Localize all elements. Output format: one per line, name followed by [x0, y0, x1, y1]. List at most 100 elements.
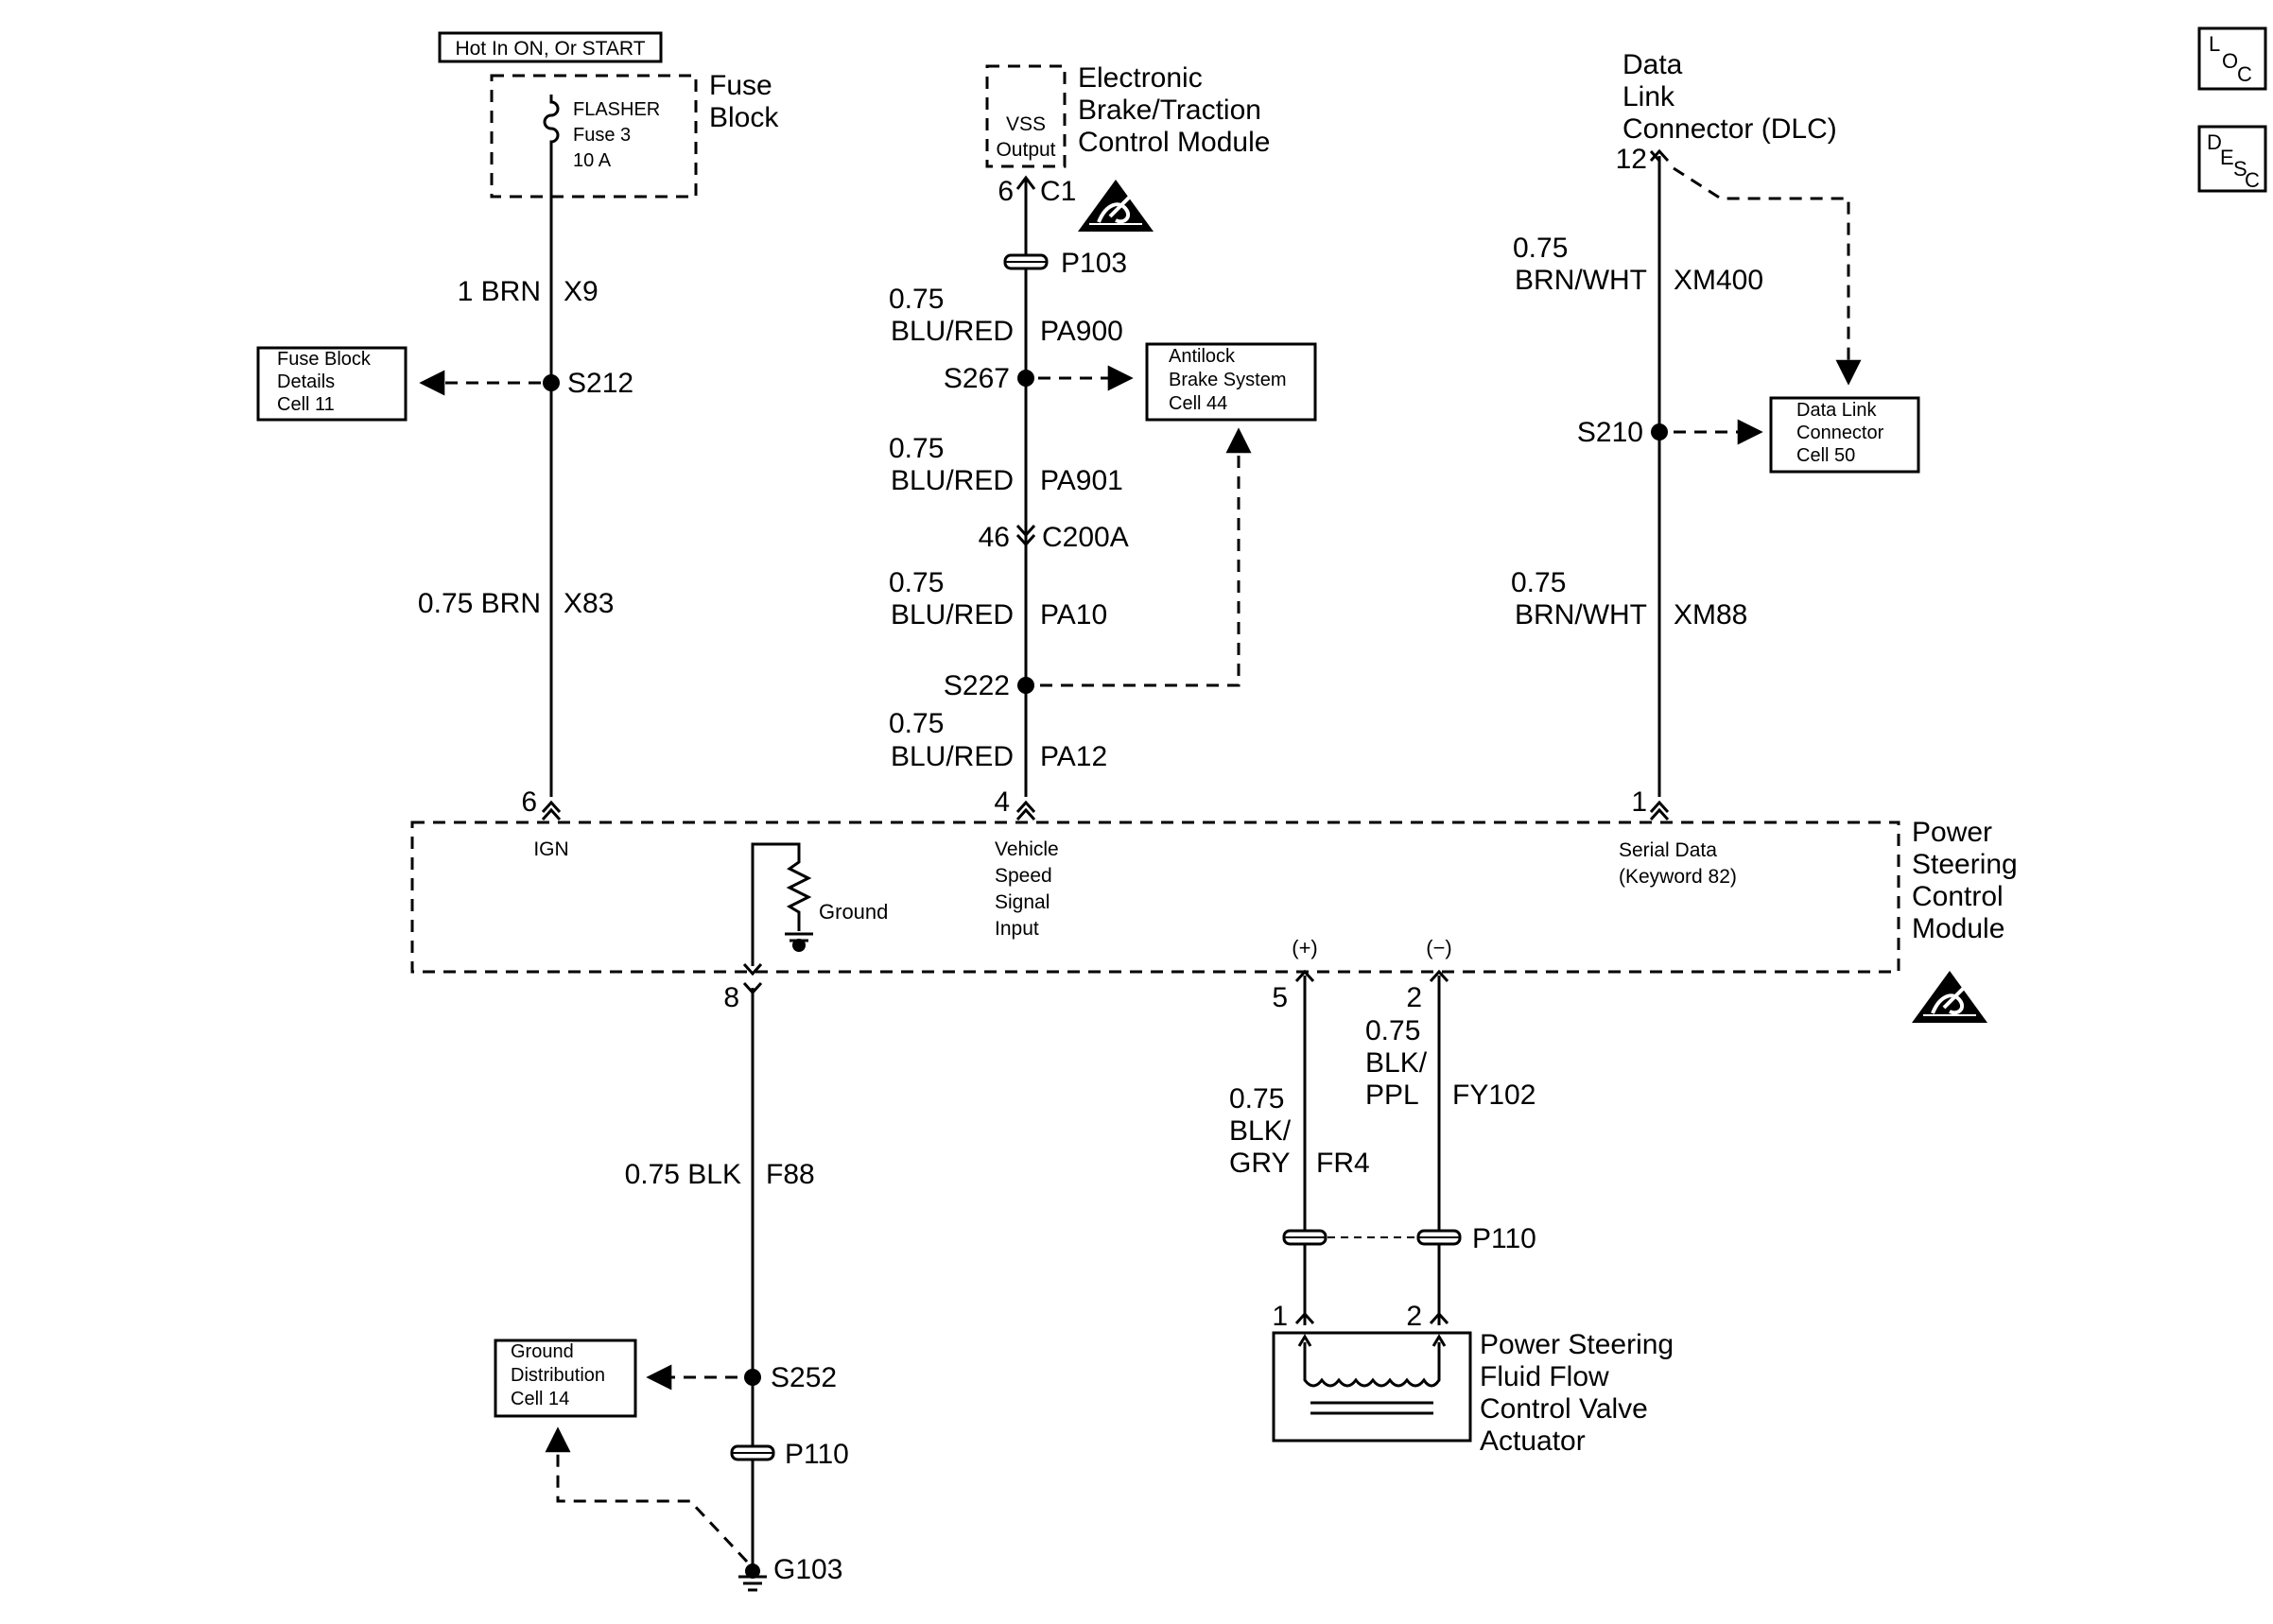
pscm-pin-5: 5: [1272, 982, 1288, 1013]
splice-s267: S267: [944, 363, 1010, 394]
pscm-pin-1-symbol: [1649, 800, 1670, 821]
wire-pa901-color: BLU/RED: [891, 465, 1014, 496]
actuator-coil: [1303, 1342, 1441, 1388]
splice-s222: S222: [944, 670, 1010, 701]
g103-reference-arrow: [545, 1426, 749, 1564]
ebtcm-pin-6: 6: [998, 176, 1014, 207]
connector-p110-ground-symbol: [730, 1444, 775, 1461]
actuator-body: [1272, 1331, 1472, 1443]
ground-g103-symbol: [738, 1564, 767, 1592]
pscm-pin-6: 6: [521, 786, 537, 818]
ground-g103: G103: [773, 1554, 842, 1585]
actuator-pin-1: 1: [1272, 1301, 1288, 1332]
wire-x83-circuit: X83: [564, 588, 614, 619]
pscm-pin-4-symbol: [1015, 800, 1036, 821]
connector-p103-symbol: [1003, 253, 1049, 270]
svg-text:C: C: [2245, 168, 2260, 192]
wire-f88-circuit: F88: [766, 1159, 815, 1190]
wire-pa10-circuit: PA10: [1040, 599, 1107, 631]
wire-pa12-circuit: PA12: [1040, 741, 1107, 772]
splice-s210: S210: [1577, 417, 1643, 448]
connector-p110-actuator: P110: [1472, 1223, 1536, 1254]
splice-s212-dot: [543, 374, 560, 391]
fuse-block-details-ref-box[interactable]: [256, 346, 408, 422]
ground-distribution-ref-box[interactable]: [494, 1339, 637, 1418]
wire-pa900-gauge: 0.75: [889, 284, 944, 315]
wire-fr4-color: BLK/GRY: [1229, 1115, 1292, 1179]
pscm-label-serial: Serial Data(Keyword 82): [1619, 839, 1737, 888]
ebtcm-connector-c1: C1: [1040, 176, 1076, 207]
hot-in-label: Hot In ON, Or START: [455, 38, 645, 60]
antilock-brake-ref-box[interactable]: [1145, 342, 1317, 422]
svg-text:L: L: [2209, 32, 2220, 56]
wire-pa900-circuit: PA900: [1040, 316, 1123, 347]
wire-fy102-color: BLK/PPL: [1365, 1047, 1428, 1111]
wire-pa12-gauge: 0.75: [889, 708, 944, 739]
actuator-circuit: 0.75 BLK/PPL FY102 0.75 BLK/GRY FR4 P110…: [1229, 976, 1674, 1457]
desc-button[interactable]: D E S C: [2197, 125, 2267, 193]
dlc-pin-12: 12: [1616, 144, 1647, 175]
c200a-connector-symbol: [1015, 524, 1036, 547]
wire-xm400-gauge: 0.75: [1513, 233, 1568, 264]
dlc-ref-box[interactable]: [1769, 396, 1920, 474]
pscm-pin-8: 8: [723, 982, 739, 1013]
wire-pa901-circuit: PA901: [1040, 465, 1123, 496]
svg-text:O: O: [2222, 49, 2238, 73]
wire-fr4-gauge: 0.75: [1229, 1083, 1284, 1114]
wire-xm88-circuit: XM88: [1674, 599, 1747, 631]
svg-text:E: E: [2220, 146, 2234, 169]
wire-xm88-gauge: 0.75: [1511, 567, 1566, 598]
wire-fr4-circuit: FR4: [1316, 1148, 1370, 1179]
loc-button[interactable]: L O C: [2197, 26, 2267, 91]
pscm-polarity-pos: (+): [1292, 936, 1318, 959]
splice-s212: S212: [567, 368, 633, 399]
splice-s252: S252: [771, 1362, 837, 1393]
splice-s267-dot: [1017, 370, 1034, 387]
pscm-pin-5-symbol: [1294, 969, 1315, 983]
wire-x83-size: 0.75 BRN: [418, 588, 541, 619]
pscm-pin-6-symbol: [541, 800, 562, 821]
ebtcm-esd-symbol: [1076, 178, 1155, 233]
connector-p103: P103: [1061, 248, 1127, 279]
dlc-reference-arrow: [1673, 166, 1862, 386]
wire-xm88-color: BRN/WHT: [1515, 599, 1647, 631]
pscm-label-ign: IGN: [533, 838, 568, 860]
internal-ground-label: Ground: [819, 900, 888, 924]
internal-ground-resistor: [751, 842, 813, 966]
hot-in-label-box: [438, 31, 663, 63]
pscm-pin-1: 1: [1631, 786, 1647, 818]
wire-xm400-circuit: XM400: [1674, 265, 1763, 296]
actuator-pin-2-symbol: [1429, 1311, 1449, 1325]
svg-text:D: D: [2207, 130, 2222, 154]
pscm-boundary: [410, 821, 1900, 974]
wire-pa10-gauge: 0.75: [889, 567, 944, 598]
c200a-pin: 46: [979, 522, 1010, 553]
actuator-pin-1-symbol: [1294, 1311, 1315, 1325]
wire-fy102-gauge: 0.75: [1365, 1015, 1420, 1046]
pscm-polarity-neg: (−): [1426, 936, 1452, 959]
actuator-pin-2: 2: [1406, 1301, 1422, 1332]
wire-fy102-circuit: FY102: [1452, 1080, 1536, 1111]
wire-xm400-color: BRN/WHT: [1515, 265, 1647, 296]
actuator-arrows: [1297, 1334, 1447, 1347]
splice-s222-dot: [1017, 677, 1034, 694]
connector-p110-actuator-symbol: [1282, 1229, 1462, 1246]
ebtcm-vss-output-box: [985, 64, 1067, 168]
wire-pa900-color: BLU/RED: [891, 316, 1014, 347]
wire-x9-circuit: X9: [564, 276, 599, 307]
pscm-pin-4: 4: [994, 786, 1010, 818]
